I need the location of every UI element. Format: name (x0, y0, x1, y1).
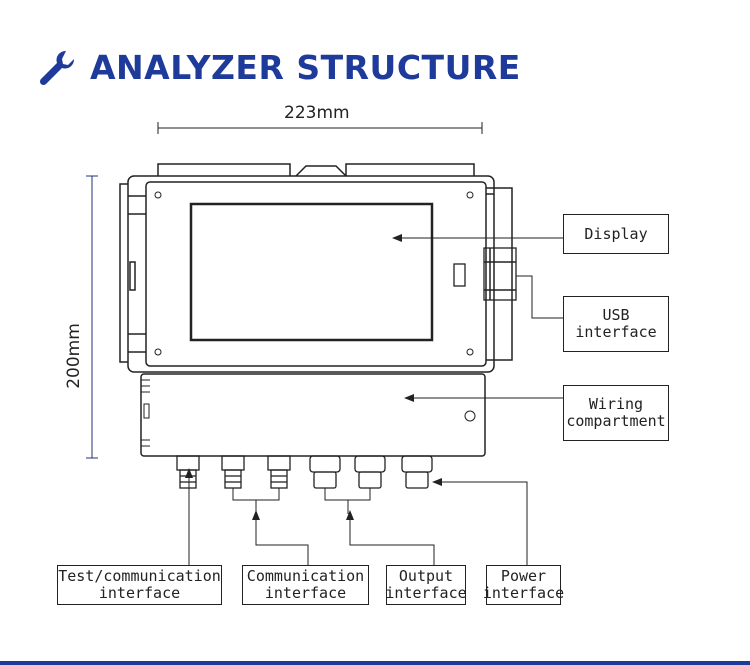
test-comm-callout-text: Test/communication interface (58, 567, 221, 602)
gland-5 (354, 455, 386, 489)
usb-callout-text: USB interface (575, 306, 657, 341)
output-leader (349, 516, 435, 566)
upper-housing (119, 175, 517, 373)
page-title: ANALYZER STRUCTURE (90, 47, 521, 87)
arrowheads (185, 234, 442, 520)
display-screen (189, 202, 434, 342)
comm-callout-text: Communication interface (246, 567, 365, 602)
width-dimension-label: 223mm (284, 103, 350, 123)
power-leader (436, 481, 528, 566)
test-comm-callout: Test/communication interface (57, 565, 222, 605)
height-dimension-label: 200mm (64, 323, 84, 389)
power-callout-text: Power interface (482, 567, 565, 602)
wrench-icon (39, 50, 75, 86)
width-dimension-line (157, 122, 483, 134)
top-tab-right (345, 163, 475, 176)
comm-callout: Communication interface (242, 565, 369, 605)
gland-6 (401, 455, 433, 489)
wiring-callout: Wiring compartment (563, 385, 669, 441)
cable-glands (176, 455, 433, 489)
usb-leader (516, 275, 563, 319)
display-callout-text: Display (584, 224, 648, 243)
power-callout: Power interface (482, 565, 565, 605)
wiring-callout-text: Wiring compartment (566, 395, 666, 430)
bottom-accent-rule (0, 661, 750, 665)
wiring-compartment-housing (140, 373, 486, 457)
top-tab-left (157, 163, 291, 176)
gland-3 (267, 455, 291, 489)
page-header: ANALYZER STRUCTURE (36, 42, 521, 92)
usb-port (453, 263, 466, 287)
height-dimension-line (86, 175, 98, 459)
usb-callout: USB interface (563, 296, 669, 352)
gland-2 (221, 455, 245, 489)
top-tab-center (295, 165, 347, 177)
output-callout: Output interface (385, 565, 467, 605)
gland-4 (309, 455, 341, 489)
output-callout-text: Output interface (385, 567, 467, 602)
output-bracket (324, 488, 371, 514)
display-callout: Display (563, 214, 669, 254)
screws (154, 191, 474, 356)
comm-leader (255, 516, 309, 566)
